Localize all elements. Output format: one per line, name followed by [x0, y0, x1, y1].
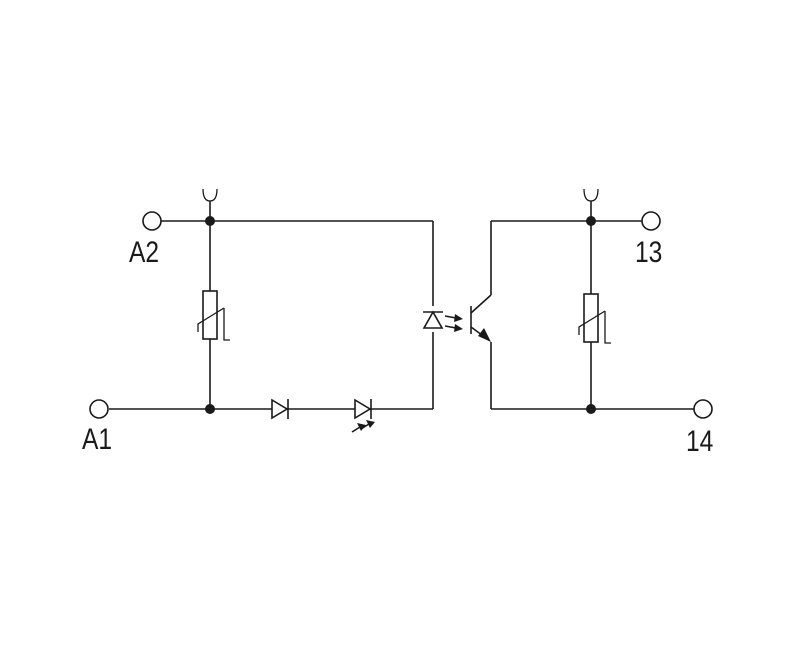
diode-icon: [271, 398, 289, 420]
label-13: 13: [635, 236, 663, 269]
transistor-collector: [470, 294, 492, 314]
varistor-right: [578, 293, 611, 344]
label-a2: A2: [129, 236, 160, 269]
phototransistor-icon: [470, 221, 492, 409]
label-14: 14: [686, 425, 714, 458]
indicator-led-icon: [351, 398, 375, 433]
optocoupler-led-icon: [422, 306, 463, 332]
terminal-a2: [142, 211, 162, 231]
node-13: [586, 216, 596, 226]
terminal-a1: [89, 399, 109, 419]
fork-left: [202, 188, 218, 202]
node-14: [586, 404, 596, 414]
node-a1: [205, 404, 215, 414]
fork-right: [583, 188, 599, 202]
label-a1: A1: [82, 423, 113, 456]
output-circuit: [470, 188, 713, 419]
terminal-14: [693, 399, 713, 419]
varistor-left: [197, 290, 230, 341]
terminal-13: [641, 211, 661, 231]
input-circuit: [89, 188, 463, 433]
node-a2: [205, 216, 215, 226]
